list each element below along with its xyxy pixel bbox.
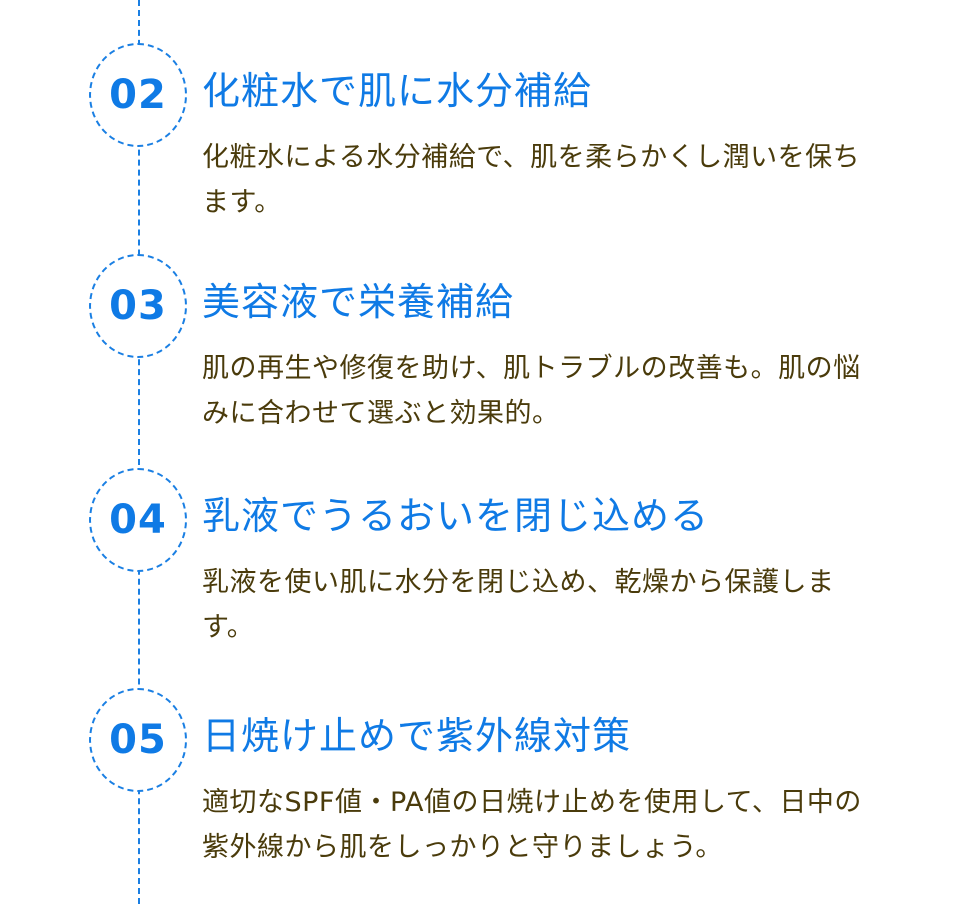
timeline-dashed-line (138, 0, 140, 904)
step-description: 乳液を使い肌に水分を閉じ込め、乾燥から保護します。 (202, 567, 835, 643)
step-description: 適切なSPF値・PA値の日焼け止めを使用して、日中の紫外線から肌をしっかりと守り… (202, 787, 862, 863)
step-number: 03 (109, 283, 167, 329)
step-title: 乳液でうるおいを閉じ込める (202, 494, 710, 538)
step-title: 日焼け止めで紫外線対策 (202, 714, 632, 758)
step-number-circle: 02 (89, 43, 187, 147)
step-title: 化粧水で肌に水分補給 (202, 69, 593, 113)
step-number: 02 (109, 72, 167, 118)
step-number: 05 (109, 717, 167, 763)
step-number-circle: 04 (89, 468, 187, 572)
step-number-circle: 03 (89, 254, 187, 358)
step-number: 04 (109, 497, 167, 543)
step-title: 美容液で栄養補給 (202, 280, 515, 324)
step-description: 化粧水による水分補給で、肌を柔らかくし潤いを保ちます。 (202, 142, 861, 218)
step-number-circle: 05 (89, 688, 187, 792)
step-description: 肌の再生や修復を助け、肌トラブルの改善も。肌の悩みに合わせて選ぶと効果的。 (202, 353, 861, 429)
